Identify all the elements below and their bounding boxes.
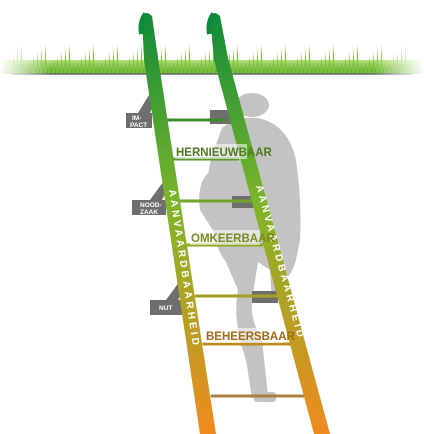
- rung-label-omkeerbaar: OMKEERBAAR: [191, 233, 275, 245]
- bracket-label-impact-1: IM-: [132, 115, 141, 122]
- rung-label-beheersbaar: BEHEERSBAAR: [206, 331, 296, 343]
- rung-label-hernieuwbaar: HERNIEUWBAAR: [176, 147, 273, 159]
- bracket-label-nood-1: NOOD-: [140, 202, 162, 209]
- bracket-label-nood-2: ZAAK: [140, 209, 158, 216]
- bracket-label-nut: NUT: [159, 305, 172, 312]
- bracket-label-impact-2: PACT: [130, 122, 147, 129]
- left-rail-text: AANVAARDBAARHEID: [166, 189, 201, 349]
